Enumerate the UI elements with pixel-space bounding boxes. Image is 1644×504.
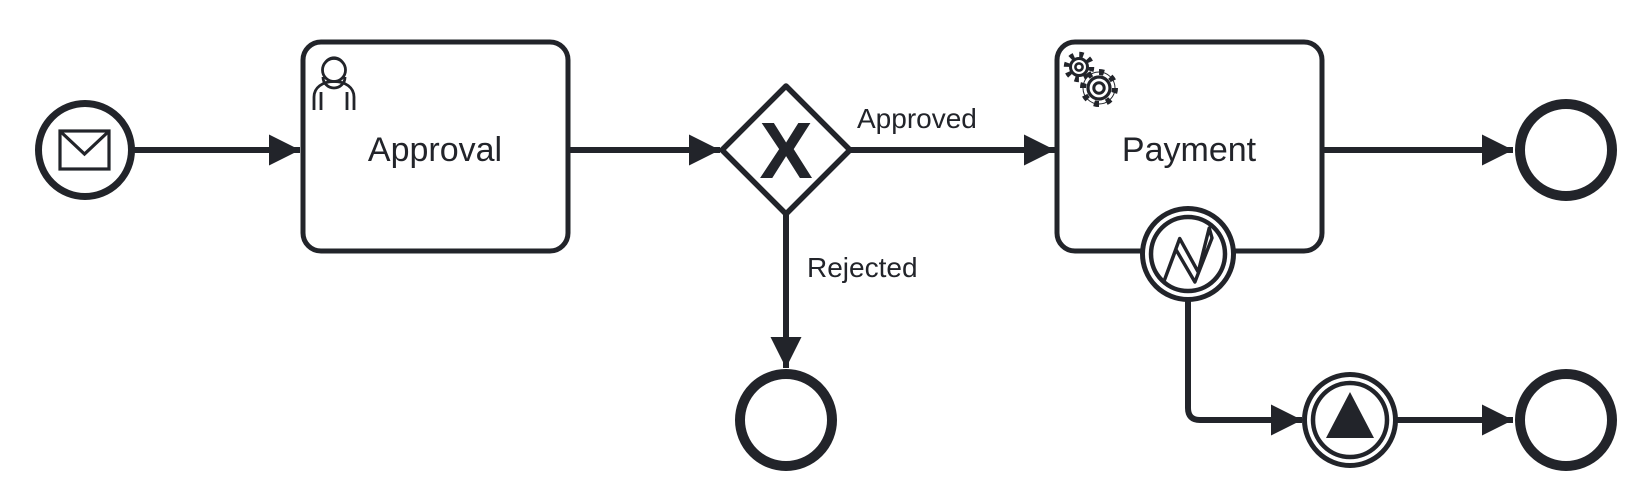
message-start-event[interactable]	[35, 100, 135, 200]
flow-label-approved: Approved	[857, 103, 977, 134]
task-label-approval: Approval	[368, 131, 502, 169]
sequence-flow-boundary-to-signal[interactable]	[1185, 300, 1302, 436]
end-event-error[interactable]	[1515, 369, 1617, 471]
xor-marker: X	[759, 106, 812, 195]
end-event-rejected[interactable]	[735, 369, 837, 471]
user-task-approval[interactable]: Approval	[300, 39, 571, 254]
gears-icon	[1063, 51, 1118, 107]
user-icon	[312, 56, 356, 110]
triangle-icon	[1326, 392, 1374, 438]
end-event-approved[interactable]	[1515, 99, 1617, 201]
exclusive-gateway[interactable]: X	[719, 83, 853, 217]
lightning-icon	[1162, 226, 1214, 284]
error-boundary-event[interactable]	[1140, 206, 1236, 302]
flow-label-rejected: Rejected	[807, 252, 918, 283]
signal-throw-event[interactable]	[1302, 372, 1398, 468]
envelope-icon	[58, 129, 111, 171]
task-label-payment: Payment	[1122, 131, 1257, 169]
